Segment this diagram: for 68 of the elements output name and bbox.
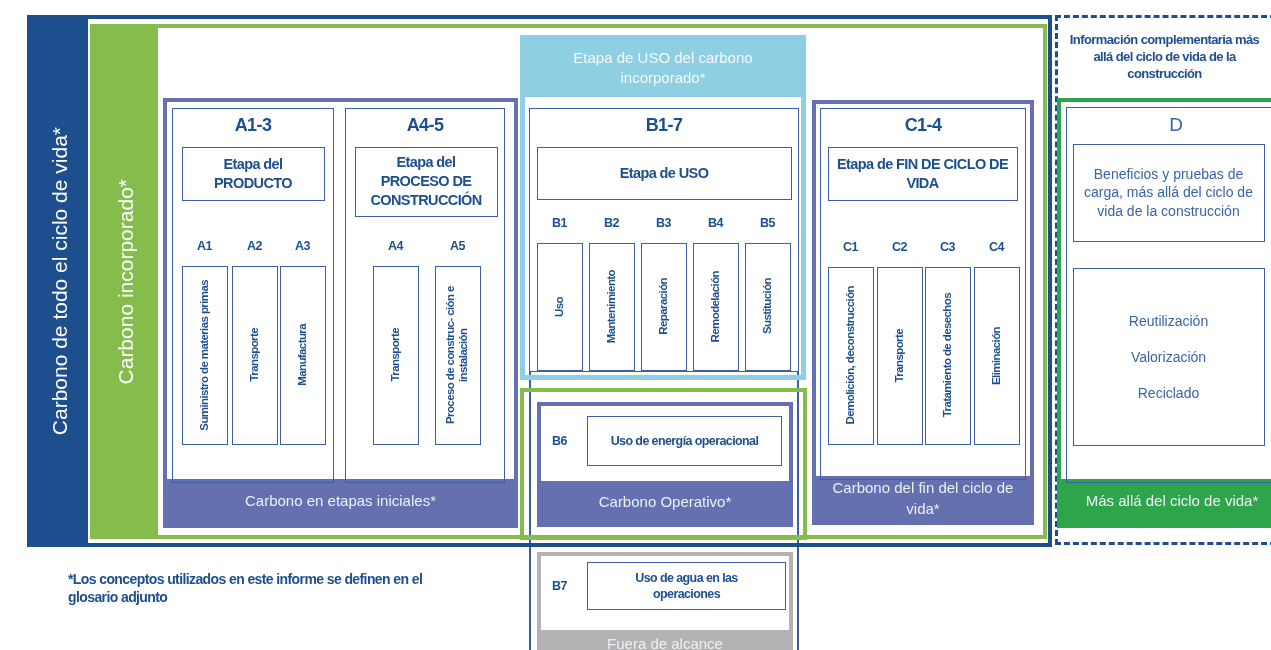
column-heading: C4 [989, 239, 1004, 254]
stage-code: C1-4 [904, 115, 942, 136]
caption-bar: Carbono del fin del ciclo de vida* [816, 476, 1030, 521]
row-heading: B7 [552, 579, 567, 593]
caption-bar: Más allá del ciclo de vida* [1061, 479, 1271, 524]
stage-panel [529, 108, 799, 372]
stage-code: A4-5 [406, 115, 444, 136]
column-heading: B3 [656, 215, 671, 230]
column-label: Manufactura [295, 324, 309, 386]
stage-title-box: Etapa de FIN DE CICLO DE VIDA [827, 146, 1018, 201]
stage-title-box: Etapa del PRODUCTO [181, 146, 325, 201]
column-heading: B4 [708, 215, 723, 230]
stage-panel [172, 108, 334, 483]
column-heading: A1 [197, 238, 212, 253]
dashed-panel [1055, 15, 1271, 545]
stage-title-box: Etapa de USO [536, 146, 792, 200]
stage-title-box: Uso de agua en las operaciones [587, 562, 786, 610]
column-heading: C3 [940, 239, 955, 254]
column-heading: A4 [388, 238, 403, 253]
band-label: Carbono de todo el ciclo de vida* [47, 126, 72, 436]
stage-panel [1066, 107, 1271, 483]
stage-title-box: Beneficios y pruebas de carga, más allá del ciclo de vida de la construcción [1072, 143, 1265, 242]
column-label: Reparación [656, 278, 670, 335]
band-label: Carbono incorporado* [114, 178, 138, 385]
column-label: Eliminación [989, 326, 1003, 385]
list-item: Reutilización [1128, 312, 1209, 329]
group-panel [163, 98, 518, 528]
column-heading: C1 [843, 239, 858, 254]
column-heading: B2 [604, 215, 619, 230]
stage-title-box: Uso de energía operacional [587, 416, 782, 466]
panel-heading: Información complementaria más allá del ciclo de vida de la construcción [1068, 32, 1261, 83]
column-heading: A2 [247, 238, 262, 253]
list-item: Reciclado [1137, 384, 1200, 401]
stage-panel [345, 108, 505, 483]
group-panel [1057, 98, 1271, 528]
column-heading: A5 [450, 238, 465, 253]
footnote: *Los conceptos utilizados en este informe se definen en el glosario adjunto [68, 570, 424, 607]
column-label: Uso [552, 296, 566, 317]
list-item: Valorización [1130, 348, 1207, 365]
column-label: Tratamiento de desechos [940, 293, 954, 418]
column-label: Suministro de materias primas [197, 279, 211, 431]
column-heading: B1 [552, 215, 567, 230]
caption-bar: Carbono Operativo* [541, 481, 789, 523]
column-label: Transporte [892, 328, 906, 383]
stage-code: A1-3 [234, 115, 272, 136]
column-heading: A3 [295, 238, 310, 253]
column-label: Proceso de construc- ción e instalación [444, 285, 471, 426]
caption-bar: Fuera de alcance [541, 630, 789, 650]
caption-bar: Etapa de USO del carbono incorporado* [525, 39, 801, 97]
stage-panel [820, 108, 1026, 480]
group-panel [537, 552, 793, 650]
column-label: Mantenimiento [604, 269, 618, 344]
stage-title-box: Etapa del PROCESO DE CONSTRUCCIÓN [354, 146, 498, 217]
column-heading: B5 [760, 215, 775, 230]
group-panel [537, 402, 793, 527]
group-panel [520, 35, 806, 380]
column-label: Remodelación [708, 270, 722, 343]
column-label: Transporte [247, 328, 261, 382]
group-panel [812, 100, 1034, 525]
column-label: Sustitución [760, 278, 774, 335]
stage-code: D [1169, 114, 1183, 136]
column-label: Transporte [388, 328, 402, 382]
row-heading: B6 [552, 434, 567, 448]
column-label: Demolición, deconstrucción [843, 286, 857, 425]
list-box [1072, 267, 1265, 446]
stage-code: B1-7 [645, 115, 683, 136]
column-heading: C2 [892, 239, 907, 254]
caption-bar: Carbono en etapas iniciales* [167, 479, 514, 524]
